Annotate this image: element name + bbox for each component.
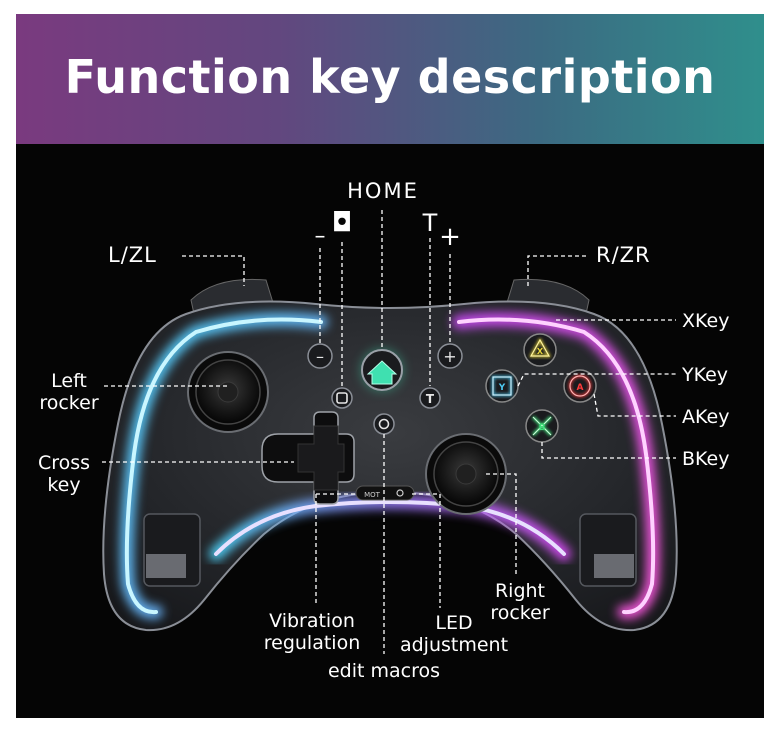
a-button[interactable] <box>563 369 597 403</box>
left-grip-vent <box>146 554 186 578</box>
controller-stage: – + T MOT X <box>16 14 764 718</box>
plus-button[interactable] <box>437 343 463 369</box>
label-minus-glyph: – <box>314 224 326 249</box>
mot-button-label[interactable]: MOT <box>364 491 381 499</box>
y-square-icon-core <box>492 376 512 396</box>
label-led-line2: adjustment <box>399 634 509 656</box>
label-rzr: R/ZR <box>596 243 651 267</box>
label-right-rocker-line1: Right <box>494 580 546 602</box>
x-button-glyph: X <box>537 347 544 356</box>
controller-illustration: – + T MOT X <box>102 210 678 654</box>
y-button-glyph: Y <box>498 383 506 393</box>
leader-bkey <box>541 442 676 459</box>
label-cross-key-line1: Cross <box>37 452 91 474</box>
x-triangle-icon-core <box>529 338 551 357</box>
left-stick-center <box>217 381 239 403</box>
banner-title: Function key description <box>64 50 716 104</box>
turbo-button-glyph: T <box>426 392 435 406</box>
dpad-cross <box>297 425 345 491</box>
home-house-icon <box>366 360 398 385</box>
label-vibration-line1: Vibration <box>269 610 355 632</box>
label-plus-glyph: + <box>439 222 461 252</box>
minus-button[interactable] <box>307 343 333 369</box>
label-xkey: XKey <box>682 310 730 332</box>
leader-right-rocker <box>486 473 517 574</box>
label-lzl: L/ZL <box>108 243 157 267</box>
bottom-led-strip <box>214 500 566 556</box>
a-circle-icon-core <box>569 375 591 397</box>
label-cross-key: Cross key <box>28 452 100 496</box>
label-edit-macros: edit macros <box>327 660 441 682</box>
b-cross-icon-core <box>532 416 552 436</box>
a-button-glyph: A <box>577 383 584 393</box>
label-akey: AKey <box>682 406 730 428</box>
label-vibration: Vibration regulation <box>252 610 372 654</box>
minus-button-glyph: – <box>316 347 324 366</box>
x-button[interactable] <box>523 333 557 367</box>
label-right-rocker-line2: rocker <box>490 602 550 624</box>
leader-led <box>412 493 441 608</box>
leader-akey <box>593 393 676 417</box>
label-vibration-line2: regulation <box>263 632 361 654</box>
right-stick-center <box>455 463 477 485</box>
leader-rzr <box>527 255 586 286</box>
right-led-strip <box>457 317 656 615</box>
turbo-button[interactable] <box>419 387 441 409</box>
label-capture-glyph: ◘ <box>331 208 353 238</box>
capture-button[interactable] <box>331 387 353 409</box>
label-turbo-glyph: T <box>422 209 438 237</box>
label-left-rocker: Left rocker <box>30 370 108 414</box>
label-cross-key-line2: key <box>47 474 81 496</box>
right-grip-vent <box>594 554 634 578</box>
leader-ykey <box>517 373 676 387</box>
label-right-rocker: Right rocker <box>480 580 560 624</box>
b-button-glyph: B <box>539 423 546 433</box>
label-bkey: BKey <box>682 448 730 470</box>
label-ykey: YKey <box>682 364 729 386</box>
plus-button-glyph: + <box>443 347 456 366</box>
capture-square-icon <box>336 392 348 404</box>
label-home: HOME <box>347 179 419 203</box>
leader-lines <box>102 210 676 654</box>
label-left-rocker-line1: Left <box>51 370 87 392</box>
label-left-rocker-line2: rocker <box>39 392 99 414</box>
label-led: LED adjustment <box>386 612 522 656</box>
macro-button[interactable] <box>373 413 395 435</box>
product-image-frame: Function key description <box>16 14 764 718</box>
macro-gear-icon <box>378 418 390 430</box>
led-sun-icon[interactable] <box>396 489 404 497</box>
title-banner: Function key description <box>16 14 764 144</box>
label-led-line1: LED <box>435 612 473 634</box>
leader-vibration <box>315 493 356 606</box>
left-led-strip <box>124 317 323 615</box>
